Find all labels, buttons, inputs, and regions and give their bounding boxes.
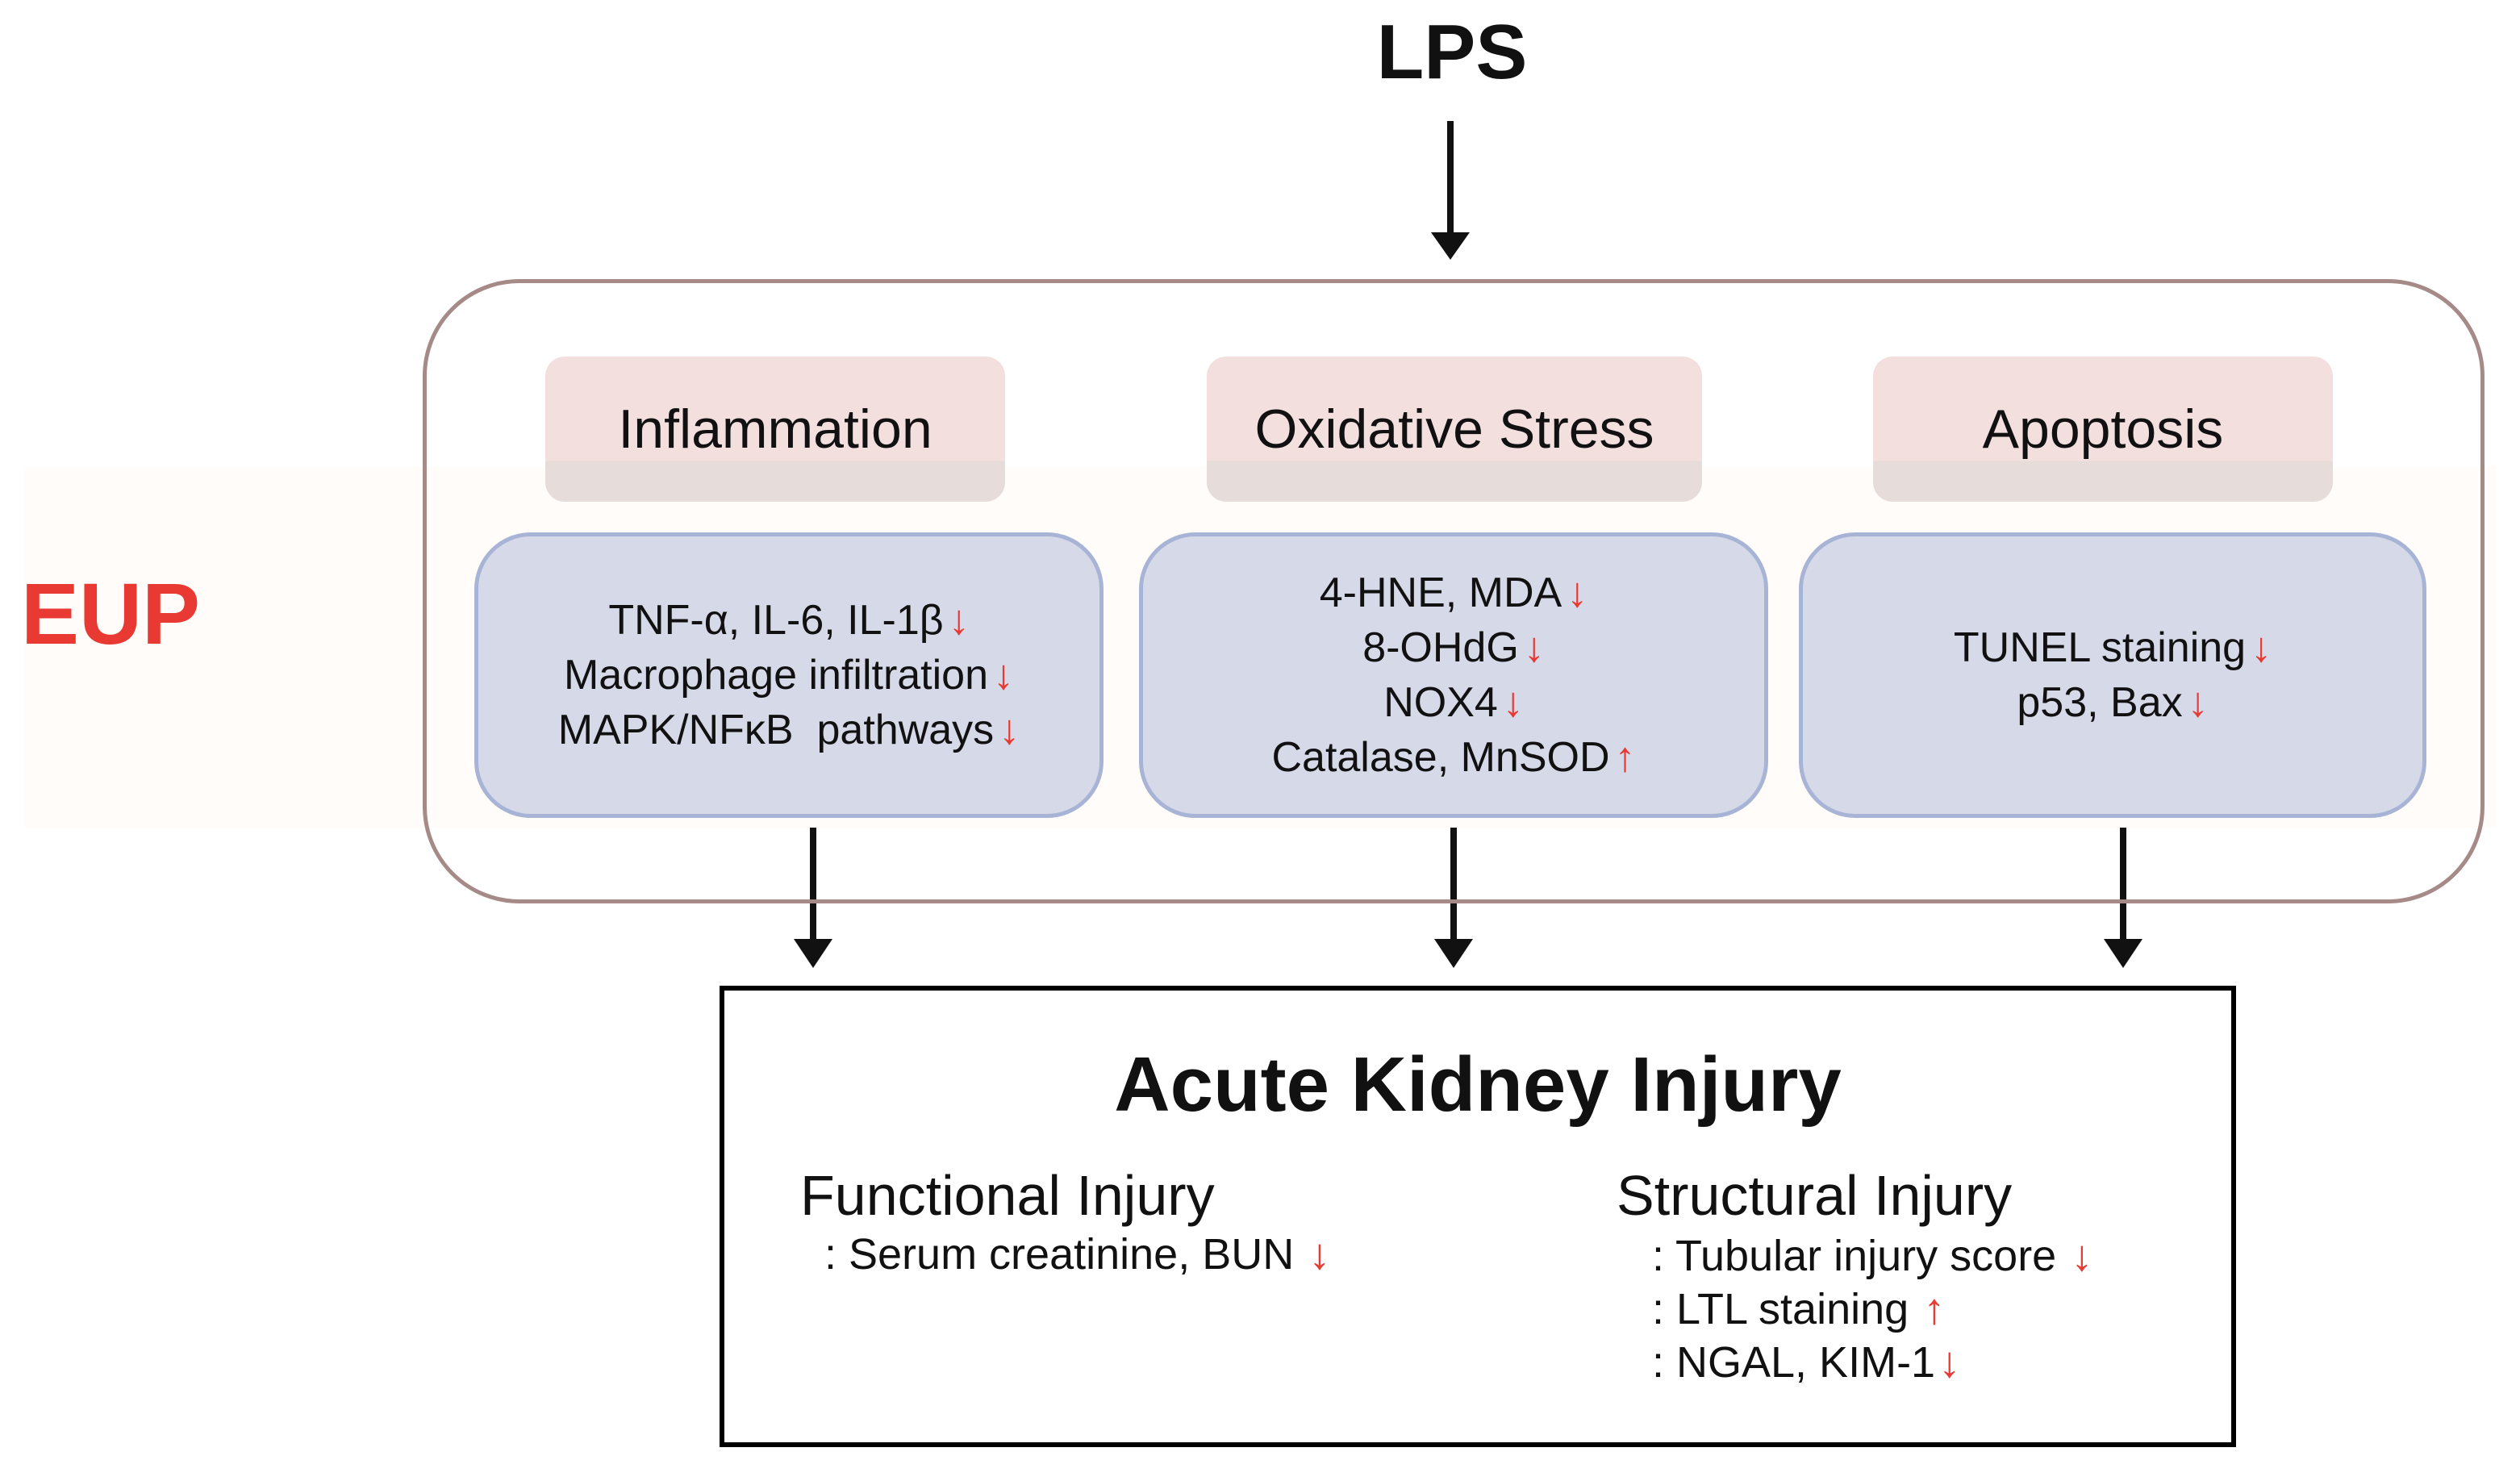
down-arrow-icon: ↓ (1502, 679, 1524, 726)
down-arrow-icon: ↓ (1523, 624, 1545, 671)
oxidative-stress-panel: 4-HNE, MDA↓ 8-OHdG↓ NOX4↓ Catalase, MnSO… (1139, 532, 1768, 818)
inflammation-to-aki-arrow (794, 823, 832, 968)
up-arrow-icon: ↑ (1923, 1285, 1946, 1333)
acute-kidney-injury-box: Acute Kidney Injury Functional Injury : … (720, 986, 2236, 1447)
lps-label: LPS (1376, 9, 1528, 95)
structural-item: : LTL staining ↑ (1652, 1283, 2092, 1336)
marker-text: TUNEL staining (1953, 624, 2247, 671)
functional-injury-title: Functional Injury (800, 1164, 1215, 1227)
down-arrow-icon: ↓ (2251, 624, 2272, 671)
marker-line: Macrophage infiltration↓ (564, 648, 1014, 703)
oxidative-stress-title: Oxidative Stress (1254, 398, 1654, 460)
apoptosis-header: Apoptosis (1873, 357, 2333, 502)
lps-arrow (1431, 121, 1470, 260)
item-text: : NGAL, KIM-1 (1652, 1338, 1936, 1387)
down-arrow-icon: ↓ (1308, 1230, 1331, 1279)
structural-injury-title: Structural Injury (1617, 1164, 2013, 1227)
inflammation-panel: TNF-α, IL-6, IL-1β↓ Macrophage infiltrat… (474, 532, 1104, 818)
down-arrow-icon: ↓ (2071, 1232, 2093, 1280)
item-text: : LTL staining (1652, 1285, 1909, 1333)
marker-line: MAPK/NFκB pathways↓ (558, 703, 1020, 757)
marker-line: Catalase, MnSOD↑ (1271, 730, 1635, 785)
apoptosis-title: Apoptosis (1982, 398, 2224, 460)
marker-text: 8-OHdG (1362, 624, 1519, 671)
marker-line: 4-HNE, MDA↓ (1320, 565, 1588, 620)
marker-line: TUNEL staining↓ (1954, 620, 2272, 675)
oxidative-to-aki-arrow (1434, 823, 1473, 968)
marker-text: MAPK/NFκB pathways (557, 707, 995, 753)
marker-text: Macrophage infiltration (563, 652, 989, 699)
apoptosis-panel: TUNEL staining↓ p53, Bax↓ (1799, 532, 2426, 818)
item-text: : Serum creatinine, BUN (824, 1230, 1295, 1279)
marker-text: Catalase, MnSOD (1271, 734, 1610, 781)
apoptosis-to-aki-arrow (2104, 823, 2142, 968)
structural-item: : NGAL, KIM-1↓ (1652, 1336, 2092, 1389)
inflammation-title: Inflammation (618, 398, 932, 460)
functional-injury-section: Functional Injury : Serum creatinine, BU… (800, 1163, 1330, 1279)
down-arrow-icon: ↓ (1938, 1338, 1961, 1387)
mechanism-container (423, 279, 2485, 903)
marker-text: TNF-α, IL-6, IL-1β (608, 597, 944, 644)
marker-line: p53, Bax↓ (2017, 675, 2208, 730)
marker-line: NOX4↓ (1383, 675, 1524, 730)
marker-text: p53, Bax (2017, 679, 2183, 726)
marker-text: NOX4 (1383, 679, 1498, 726)
up-arrow-icon: ↑ (1614, 734, 1636, 781)
marker-text: 4-HNE, MDA (1319, 569, 1562, 616)
down-arrow-icon: ↓ (948, 597, 970, 644)
eup-label: EUP (21, 564, 201, 662)
item-text: : Tubular injury score (1652, 1232, 2057, 1280)
structural-item: : Tubular injury score ↓ (1652, 1229, 2092, 1283)
down-arrow-icon: ↓ (999, 707, 1020, 753)
marker-line: 8-OHdG↓ (1362, 620, 1545, 675)
marker-line: TNF-α, IL-6, IL-1β↓ (608, 593, 969, 648)
down-arrow-icon: ↓ (993, 652, 1015, 699)
oxidative-stress-header: Oxidative Stress (1207, 357, 1702, 502)
inflammation-header: Inflammation (545, 357, 1005, 502)
aki-title: Acute Kidney Injury (1114, 1041, 1842, 1128)
down-arrow-icon: ↓ (1567, 569, 1588, 616)
functional-item: : Serum creatinine, BUN ↓ (824, 1229, 1330, 1279)
down-arrow-icon: ↓ (2187, 679, 2209, 726)
structural-injury-section: Structural Injury : Tubular injury score… (1617, 1163, 2092, 1389)
